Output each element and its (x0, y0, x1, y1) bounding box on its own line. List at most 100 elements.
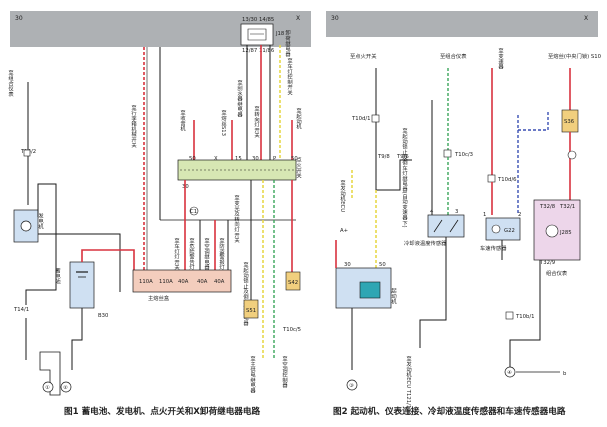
fig1-row-0: 至车灯灯开关 (173, 238, 180, 271)
fig2-pin-2: 2 (518, 212, 521, 218)
fig2-bus-bar (326, 11, 598, 37)
fig1-to-light: 至转向灯开关 (253, 106, 260, 139)
fig1-to-turn-switch: 至变光及转向灯开关 (233, 195, 240, 244)
fig2-pin-3: 3 (455, 209, 458, 215)
fig2-g22: G22 (504, 228, 515, 234)
fig1-row-3: 至防盗警报灯开关 (218, 238, 225, 282)
fig2-b-mark: b (563, 371, 567, 377)
fig1-ign-pin-2: 15 (235, 156, 242, 162)
figure-1: 30 X 13/30 14/85 J18 12/87 11/86 卸荷继电器 至… (7, 11, 311, 417)
fig2-wire-coolant (419, 237, 447, 348)
fig1-s42-label: S42 (288, 280, 298, 286)
fig2-s36-label: S36 (564, 119, 575, 125)
fig1-battery (69, 261, 95, 309)
fig1-ign-pin-1: X (214, 156, 218, 162)
fig1-caption: 图1 蓄电池、发电机、点火开关和X卸荷继电器电路 (64, 405, 260, 417)
fig2-speed-sensor (485, 217, 521, 241)
fig1-s51 (243, 299, 259, 319)
fig1-ign-pin-0: 50 (189, 156, 196, 162)
fig1-fuse-3: 40A (197, 279, 208, 285)
fig1-bus-x: X (296, 15, 300, 22)
fig2-starter-motor (359, 281, 381, 299)
fig1-relay-pins-top: 13/30 14/85 (242, 17, 274, 23)
fig2-starter-label: 起动机 (390, 288, 397, 306)
fig2-to-engine-ecu: 至发动机ECU (339, 180, 346, 213)
fig1-relay-coil (247, 28, 267, 41)
fig2-bus-x: X (584, 15, 588, 22)
fig2-ground-4 (504, 366, 516, 378)
fig1-battery-label: 蓄电池 (54, 267, 61, 285)
fig1-ground-2-label: ② (63, 385, 68, 391)
fig2-ground-3 (346, 379, 358, 391)
fig1-wire-gen-b (25, 183, 57, 305)
fig2-t32-9: T32/9 (539, 260, 555, 266)
fig1-generator-symbol (20, 220, 32, 232)
fig1-to-washer: 至刮水器继电器 (236, 80, 243, 119)
fig1-to-trunk: 至行李箱机械开关 (130, 105, 137, 149)
fig1-to-cluster: 至组合仪表 (7, 70, 14, 98)
fig2-ground-3-label: ③ (349, 383, 354, 389)
fig1-t14-1: T14/1 (13, 307, 29, 313)
fig1-ground-1-label: ① (45, 385, 50, 391)
fig2-pin-4: 4 (430, 209, 434, 215)
fig1-to-lamp: 至车灯控制开关 (286, 58, 293, 97)
fig2-t10d-1: T10d/1 (351, 116, 371, 122)
fig1-wire-gen-c (38, 233, 121, 292)
fig1-relay-pins-bottom: 12/87 11/86 (242, 48, 275, 54)
fig1-fuse-box-label: 主熔丝盒 (148, 294, 170, 302)
fig1-to-s13: 至熔丝S13 (220, 110, 227, 136)
fig2-ground-4-label: ④ (507, 370, 512, 376)
fig2-pin-30: 30 (344, 262, 351, 268)
fig1-ign-pin-3: 30 (252, 156, 259, 162)
fig2-wire-ign-b (375, 122, 412, 191)
fig1-to-ac: 至空调控制器 (281, 356, 288, 389)
fig1-fuse-1: 110A (159, 279, 173, 285)
figure-2: 30 X 至点火开关 至组合仪表 至变速器 至熔丝(中央门锁) S10 T10d… (326, 11, 602, 417)
fig1-fuse-2: 40A (178, 279, 189, 285)
fig2-t32-8: T32/8 (539, 204, 556, 210)
fig2-t10b-1-conn (505, 311, 514, 320)
fig1-to-starter: 至起动机 (295, 108, 302, 131)
fig1-t14-2-conn (23, 149, 31, 157)
fig2-to-cluster: 至组合仪表 (440, 52, 467, 60)
fig1-ignition-label: 点火开关 (295, 157, 302, 180)
fig2-speed-label: 车速传感器 (480, 244, 507, 252)
fig2-to-ignition: 至点火开关 (350, 52, 377, 60)
fig2-speed-symbol (491, 224, 501, 234)
fig2-coolant-sensor (427, 214, 465, 238)
fig1-to-main-light: 至主供电继电器 (249, 356, 256, 395)
fig1-bus-30: 30 (15, 15, 23, 22)
fig2-t10d-6-conn (487, 174, 496, 183)
fig1-relay-j18 (240, 23, 274, 46)
fig1-wire-battery-pos (81, 249, 135, 270)
fig2-lock-relay: 至起动锁止及倒车灯继电器(自动变速器下) (401, 128, 408, 228)
fig1-ground-1 (42, 381, 54, 393)
fig2-t9-8: T9/8 (377, 154, 390, 160)
fig2-pin-1: 1 (483, 212, 486, 218)
fig1-s42 (285, 271, 301, 291)
fig1-ground-bracket (39, 351, 61, 396)
fig2-coolant-label: 冷却液温度传感器 (404, 239, 447, 247)
fig2-bus-30: 30 (331, 15, 339, 22)
fig2-cluster-label: 组合仪表 (546, 269, 568, 277)
fig2-j285: J285 (559, 230, 572, 236)
fig2-pin-50: 50 (379, 262, 386, 268)
fig1-t10c-5: T10c/5 (282, 327, 301, 333)
fig1-c1-marker (189, 206, 199, 216)
fig1-ign-pin-4: P (273, 156, 277, 162)
fig1-c1-label: C1 (190, 209, 197, 215)
fig1-s51-label: S51 (246, 308, 256, 314)
fig1-generator-label: 发电机 (37, 212, 44, 231)
fig1-row-1: 至危险警告灯开关 (188, 238, 195, 282)
fig2-cluster-gauge (545, 224, 559, 238)
fig2-t32-1: T32/1 (559, 204, 575, 210)
fig2-wire-cluster-gnd (509, 260, 541, 370)
fig1-fuse-4: 40A (214, 279, 225, 285)
fig1-main-fuse-box (132, 269, 232, 293)
fig2-to-fuse: 至熔丝(中央门锁) S10 (548, 52, 602, 60)
fig2-to-engine-ecu-bottom: 至发动机ECU T121/104 (405, 356, 412, 416)
fig1-relay-label: 卸荷继电器 (284, 29, 291, 58)
fig2-t10c-3-conn (443, 149, 452, 158)
fig2-t10c-3: T10c/3 (454, 152, 473, 158)
